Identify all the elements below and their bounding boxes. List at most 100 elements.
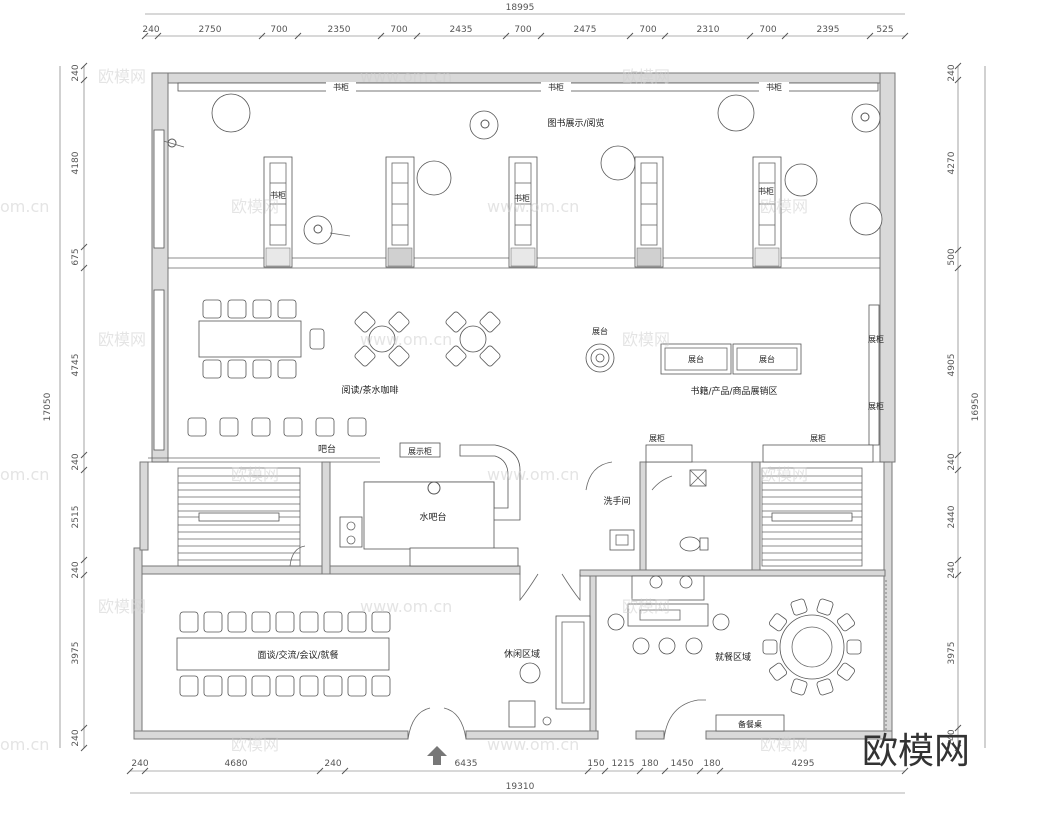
dimension-tick [954, 556, 962, 564]
chair [299, 611, 319, 633]
right-dim-seg: 3975 [947, 642, 957, 665]
dimension-tick [80, 76, 88, 84]
rest-area-label: 休闲区域 [504, 648, 540, 660]
dimension-tick [954, 466, 962, 474]
chair [227, 611, 247, 633]
watermark-logo: 欧模网 [98, 597, 146, 616]
dimension-tick [626, 32, 634, 40]
chair [769, 662, 788, 681]
dimension-tick [696, 767, 704, 775]
dimension-tick [954, 744, 962, 752]
chair [816, 598, 834, 616]
right-dim-seg: 240 [947, 64, 957, 81]
bookshelf-label: 书柜 [766, 82, 782, 92]
dimension-tick [954, 62, 962, 70]
right-dim-seg: 240 [947, 729, 957, 746]
chair [227, 299, 247, 319]
washroom: 洗手间 展柜 [585, 433, 709, 552]
watermark-url: www.om.cn [360, 330, 452, 349]
dimension-tick [954, 246, 962, 254]
chair [816, 678, 834, 696]
stairs-left [177, 467, 301, 567]
chair [277, 299, 297, 319]
bar-stool [187, 417, 207, 437]
dimension-tick [636, 767, 644, 775]
bottom-dim-seg: 1450 [671, 759, 694, 769]
bookshelf-unit: 书柜 [752, 156, 782, 268]
right-dim-seg: 500 [947, 248, 957, 265]
doors [289, 475, 706, 740]
chair [445, 311, 467, 333]
left-dim-total: 17050 [43, 392, 53, 421]
dimension-tick [716, 767, 724, 775]
dimension-tick [80, 571, 88, 579]
chair [203, 611, 223, 633]
top-dim-seg: 2395 [817, 25, 840, 35]
watermark-url: www.om.cn [360, 597, 452, 616]
dimension-tick [954, 264, 962, 272]
chair [836, 613, 855, 632]
dimension-tick [80, 724, 88, 732]
top-dim-seg: 525 [876, 25, 893, 35]
top-dim-total: 18995 [506, 3, 535, 13]
left-dim-seg: 4180 [71, 151, 81, 174]
watermark-logo: 欧模网 [231, 735, 279, 754]
watermark-logo: 欧模网 [622, 67, 670, 86]
watermark-logo: 欧模网 [98, 330, 146, 349]
bottom-dim-seg: 180 [703, 759, 720, 769]
top-dim-seg: 700 [759, 25, 776, 35]
meeting-label: 面谈/交流/会议/就餐 [257, 649, 338, 661]
product-stands: 展台 展台 [660, 343, 802, 375]
dining-area-label: 就餐区域 [715, 651, 751, 663]
bookshelf-label: 书柜 [270, 190, 286, 200]
top-dim-seg: 2750 [199, 25, 222, 35]
chair [277, 359, 297, 379]
chair [769, 613, 788, 632]
top-dim-seg: 2310 [697, 25, 720, 35]
display-cabinet-label: 展示柜 [408, 446, 432, 456]
watermark-url: www.om.cn [487, 735, 579, 754]
dimension-tick [584, 767, 592, 775]
chair [252, 359, 272, 379]
bookshelf-unit [385, 156, 415, 268]
bookshelf-unit: 书柜 [263, 156, 293, 268]
top-dim-seg: 2475 [574, 25, 597, 35]
cabinet-label: 展柜 [649, 433, 665, 443]
dimension-tick [413, 32, 421, 40]
display-cabinet: 展示柜 [399, 442, 441, 458]
top-dim-segments: 240 2750 700 2350 700 2435 700 2475 700 … [142, 25, 893, 35]
chair [299, 675, 319, 697]
bottom-dim-seg: 180 [641, 759, 658, 769]
top-dim-seg: 700 [639, 25, 656, 35]
top-dim-seg: 240 [142, 25, 159, 35]
left-windows [153, 129, 880, 451]
stair-rail [198, 512, 280, 522]
chair [347, 675, 367, 697]
bottom-dim-total: 19310 [506, 782, 535, 792]
watermark-url: www.om.cn [487, 465, 579, 484]
watermark-url: www.om.cn [487, 197, 579, 216]
chair [354, 311, 376, 333]
dimension-tick [80, 451, 88, 459]
left-dim-seg: 240 [71, 64, 81, 81]
watermark-url-short: om.cn [0, 197, 49, 216]
cabinet-label: 展柜 [810, 433, 826, 443]
bookshelf-label: 书柜 [514, 193, 530, 203]
left-dim-seg: 240 [71, 729, 81, 746]
left-dim-seg: 240 [71, 453, 81, 470]
right-dim-seg: 2440 [947, 505, 957, 528]
bottom-dim-seg: 240 [324, 759, 341, 769]
dimension-tick [901, 32, 909, 40]
watermark-logo: 欧模网 [760, 735, 808, 754]
watermark-logo: 欧模网 [622, 330, 670, 349]
bookshelf-unit: 书柜 [508, 156, 538, 268]
chair [179, 611, 199, 633]
right-dim-seg: 4270 [947, 151, 957, 174]
top-dim-seg: 700 [390, 25, 407, 35]
chair [251, 611, 271, 633]
dimension-tick [80, 466, 88, 474]
cafe-tables [354, 311, 501, 367]
right-cabinet: 展柜 [762, 433, 874, 463]
chair [203, 675, 223, 697]
